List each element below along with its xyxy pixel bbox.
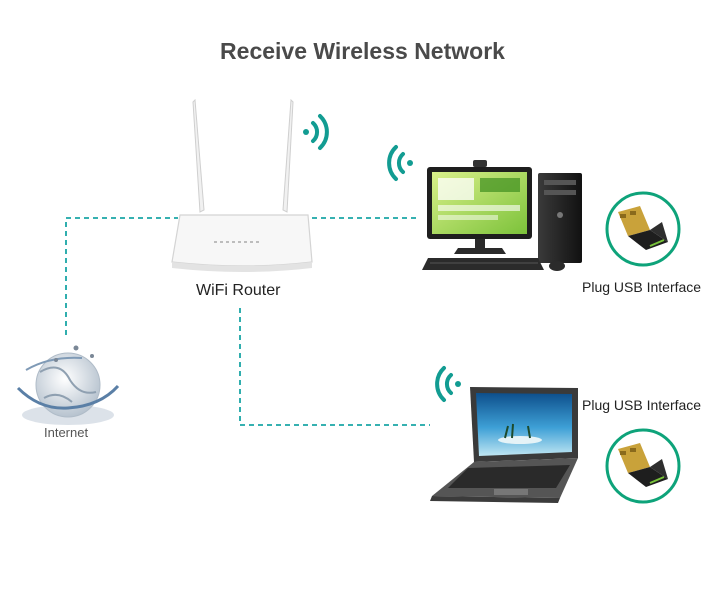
laptop-icon: [430, 387, 578, 503]
wifi-signal-icon: [387, 145, 413, 181]
usb-adapter-icon: [605, 428, 681, 504]
usb-interface-label-bottom: Plug USB Interface: [582, 397, 702, 413]
router-label: WiFi Router: [196, 282, 281, 299]
internet-label: Internet: [44, 425, 89, 440]
line-internet-router: [65, 217, 178, 335]
desktop-computer-icon: [422, 160, 582, 271]
connection-lines: [65, 217, 430, 426]
globe-icon: [16, 345, 120, 425]
router-icon: [171, 98, 313, 272]
line-router-laptop: [239, 308, 430, 426]
usb-adapter-icon: [605, 191, 681, 267]
diagram-title: Receive Wireless Network: [220, 38, 505, 64]
wifi-signal-icon: [435, 366, 461, 402]
usb-interface-label-top: Plug USB Interface: [582, 279, 702, 295]
wifi-signal-icon: [303, 114, 329, 150]
